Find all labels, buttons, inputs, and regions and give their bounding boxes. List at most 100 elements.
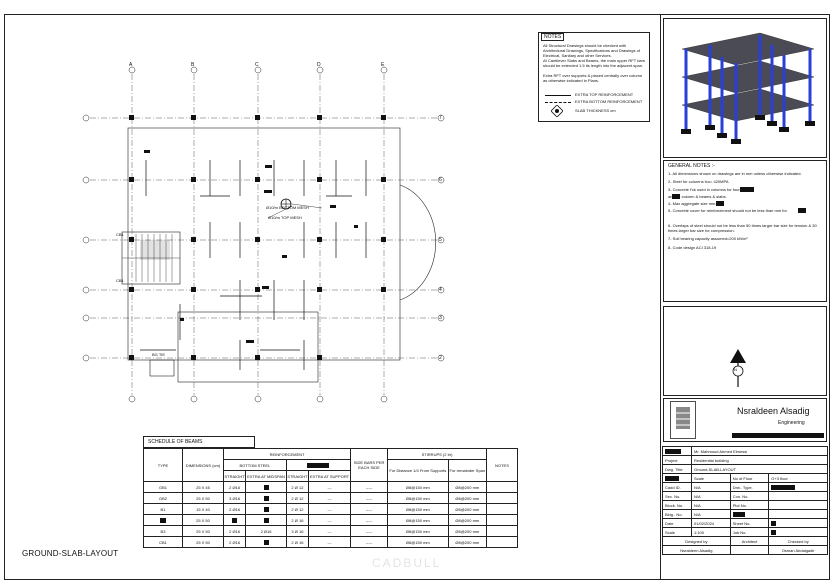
cell-dim: 25 X 50 — [182, 536, 224, 548]
grid-label-6: 6 — [439, 177, 442, 183]
cell-rest: Ø8@200 mm — [447, 514, 488, 526]
table-row: B1 15 X 40 2 Ø16 2 Ø 12 --- ----- Ø8@150… — [143, 503, 518, 515]
cell-side: ----- — [350, 536, 389, 548]
table-row: GB2 25 X 50 3 Ø16 2 Ø 12 --- ----- Ø8@15… — [143, 492, 518, 504]
dwg-type-label: Drw.. Type. — [729, 482, 770, 492]
cell-dim: 25 X 50 — [182, 492, 224, 504]
sheet-label: Sheet No. — [729, 518, 770, 528]
cell-side: ----- — [350, 525, 389, 537]
col-stirrups: STIRRUPS (2 br) — [387, 448, 487, 460]
legend-top-label: EXTRA TOP REINFORCEMENT — [575, 92, 634, 97]
grid-label-7: 7 — [439, 115, 442, 121]
note-3: Extra RFT over supports & placed central… — [543, 73, 643, 83]
project-label: Project — [662, 455, 692, 465]
cell-type: GB1 — [143, 481, 183, 493]
general-note-5: 5- Concrete cover for reinforcement shou… — [668, 208, 787, 213]
sheet-frame — [4, 14, 830, 580]
cell-sup: --- — [308, 503, 352, 515]
curved-balcony — [399, 184, 437, 301]
col-side: SIDE BARS PER EACH SIDE — [350, 448, 389, 482]
top-mesh-label: Ø10/m TOP MESH — [268, 215, 302, 220]
project-value: Residential building — [691, 455, 828, 465]
cell-near: Ø8@150 mm — [387, 514, 449, 526]
cell-near: Ø8@150 mm — [387, 481, 449, 493]
cell-rest: Ø8@200 mm — [447, 481, 488, 493]
cb1-label: CB1 — [116, 232, 124, 237]
cell-dim: 25 X 50 — [182, 525, 224, 537]
general-note-8: 8- Code design ACI 318-19 — [668, 245, 717, 250]
cell-dim: 25 X 50 — [182, 514, 224, 526]
redaction — [665, 448, 681, 454]
general-note-3b: and for column & beams & slabs. — [668, 194, 727, 199]
date-value: 01/02/2024 — [691, 518, 731, 528]
notes-header: NOTES — [541, 33, 565, 41]
cell-bot: 2 Ø16 — [222, 481, 247, 493]
table-row: CB1 25 X 50 2 Ø16 2 Ø 16 --- ----- Ø8@15… — [143, 536, 518, 548]
cell-type: B1 — [143, 503, 183, 515]
cadd-value: N/A — [691, 482, 731, 492]
cadd-label: Cadd ID. — [662, 482, 692, 492]
cb1-label-lower: CB1 — [116, 278, 124, 283]
north-label: N — [734, 367, 737, 372]
redaction — [263, 484, 269, 490]
general-note-3: 3- Concrete f'ck used in columns for fou… — [668, 187, 753, 192]
table-row: 25 X 50 2 Ø 16 --- ----- Ø8@150 mm Ø8@20… — [143, 514, 518, 526]
cell-type: B3 — [143, 525, 183, 537]
redaction — [263, 517, 269, 523]
general-note-1: 1- All dimensions shown on drawings are … — [668, 171, 802, 176]
bldg-label: Bldg.. No. — [662, 509, 692, 519]
redaction — [732, 511, 745, 517]
general-note-6: 6- Overlaps of steel should not be less … — [668, 223, 817, 233]
redaction — [232, 517, 238, 523]
cell-near: Ø8@150 mm — [387, 492, 449, 504]
title-panel: GENERAL NOTES :- 1- All dimensions shown… — [660, 14, 830, 580]
grid-label-a: A — [129, 62, 133, 68]
watermark: CADBULL — [372, 556, 442, 570]
sheet-title: GROUND-SLAB-LAYOUT — [22, 549, 119, 558]
company-box — [663, 398, 827, 442]
redaction — [307, 462, 330, 468]
cell-sup: --- — [308, 514, 352, 526]
general-note-7: 7- Soil bearing capacity assumed=200 kN/… — [668, 236, 748, 241]
schedule-table: TYPE DIMENSIONS (cm) REINFORCEMENT SIDE … — [143, 448, 518, 548]
checked-by-label: Checked by — [768, 536, 828, 546]
company-sub: Engineering — [778, 420, 805, 426]
cell-rest: Ø8@200 mm — [447, 525, 488, 537]
general-notes: GENERAL NOTES :- 1- All dimensions shown… — [663, 160, 827, 302]
cell-bot: 2 Ø16 — [222, 503, 247, 515]
north-arrow-box: N — [663, 306, 827, 396]
company-logo — [670, 401, 696, 439]
scale-header: Scale — [691, 473, 731, 483]
client-name: Mr. Mahmoud Ahmed Elmessi — [691, 446, 828, 456]
note-2: At Cantilever Slabs and Beams, the main … — [543, 58, 645, 68]
job-label: Job No. — [729, 527, 770, 537]
col-st-near: For Distance 1/4 From Supports — [387, 459, 449, 482]
general-notes-title: GENERAL NOTES :- — [668, 163, 715, 169]
cell-near: Ø8@150 mm — [387, 503, 449, 515]
con-label: Con. No. — [729, 491, 770, 501]
cell-bot: 3 Ø16 — [222, 492, 247, 504]
cell-bot: 2 Ø16 — [222, 536, 247, 548]
block-value: N/A — [691, 500, 731, 510]
scale-label: Scale — [662, 527, 692, 537]
redaction — [672, 194, 680, 199]
slab-extension — [177, 311, 319, 383]
cell-rest: Ø8@200 mm — [447, 536, 488, 548]
building-3d-view — [663, 18, 827, 158]
legend-thickness-label: SLAB THICKNESS cm — [575, 108, 616, 113]
slab-plan — [82, 66, 445, 403]
col-dim: DIMENSIONS (cm) — [182, 448, 224, 482]
cell-side: ----- — [350, 492, 389, 504]
grid-label-d: D — [317, 62, 321, 68]
legend-line-bottom — [545, 102, 571, 103]
bg-tie-box — [149, 359, 175, 377]
general-note-4: 4- Max aggregate size mm. — [668, 201, 717, 206]
title-block: Mr. Mahmoud Ahmed Elmessi Project Reside… — [662, 446, 828, 555]
redaction — [740, 187, 754, 192]
plot-label: Plot No. — [729, 500, 770, 510]
table-row: GB1 25 X 45 2 Ø16 2 Ø 12 --- ----- Ø8@15… — [143, 481, 518, 493]
general-note-2: 2- Steel for columns fcu= 420MPA — [668, 179, 729, 184]
bldg-value: N/A — [691, 509, 731, 519]
sec-label: Sec. No. — [662, 491, 692, 501]
